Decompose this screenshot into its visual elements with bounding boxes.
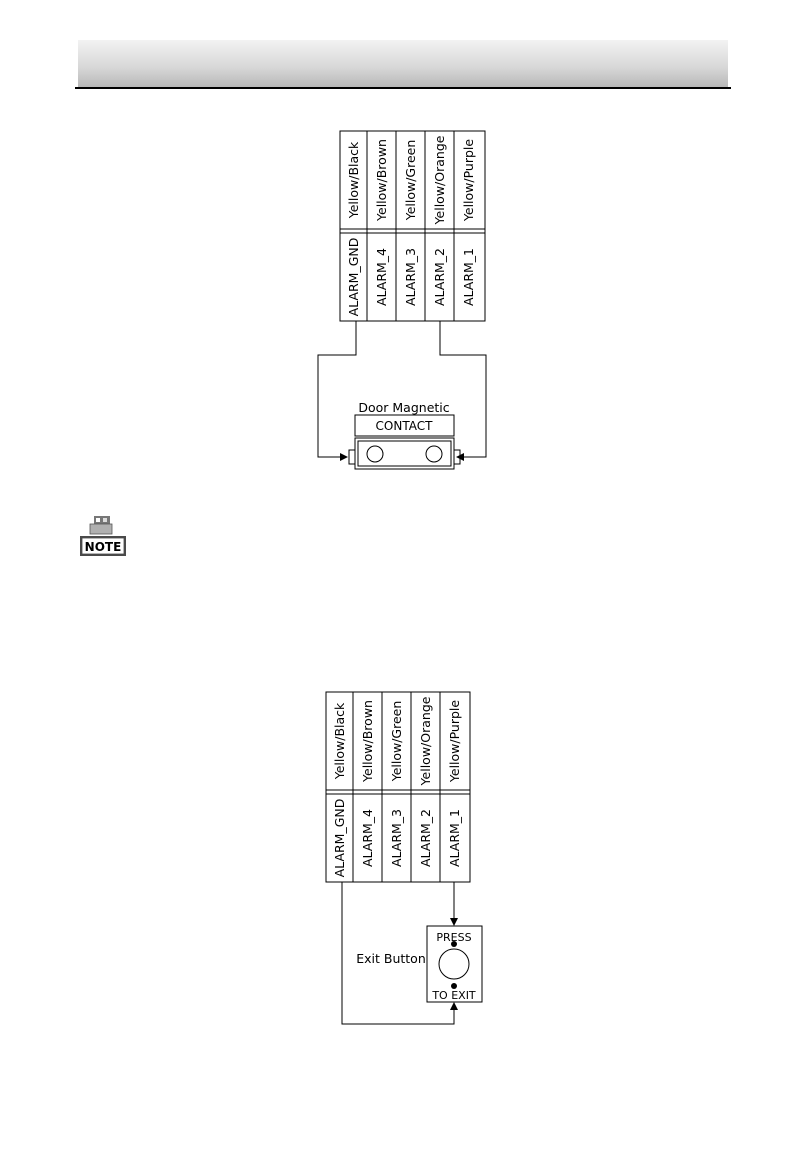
device-title: Exit Button	[356, 951, 426, 966]
terminal-label: ALARM_GND	[332, 799, 347, 878]
arrow-head	[450, 1002, 458, 1010]
wire-color-label: Yellow/Brown	[360, 700, 375, 783]
device-bottom-label: TO EXIT	[431, 989, 476, 1002]
wire-color-label: Yellow/Orange	[418, 696, 433, 786]
terminal-label: ALARM_1	[447, 809, 462, 867]
wire-color-label: Yellow/Purple	[447, 700, 462, 783]
wire-color-label: Yellow/Black	[332, 702, 347, 780]
device-top-label: PRESS	[436, 931, 471, 944]
terminal-label: ALARM_4	[360, 809, 375, 867]
terminal-label: ALARM_3	[389, 809, 404, 867]
terminal-label: ALARM_2	[418, 809, 433, 867]
arrow-head	[450, 918, 458, 926]
wire-color-label: Yellow/Green	[389, 701, 404, 783]
